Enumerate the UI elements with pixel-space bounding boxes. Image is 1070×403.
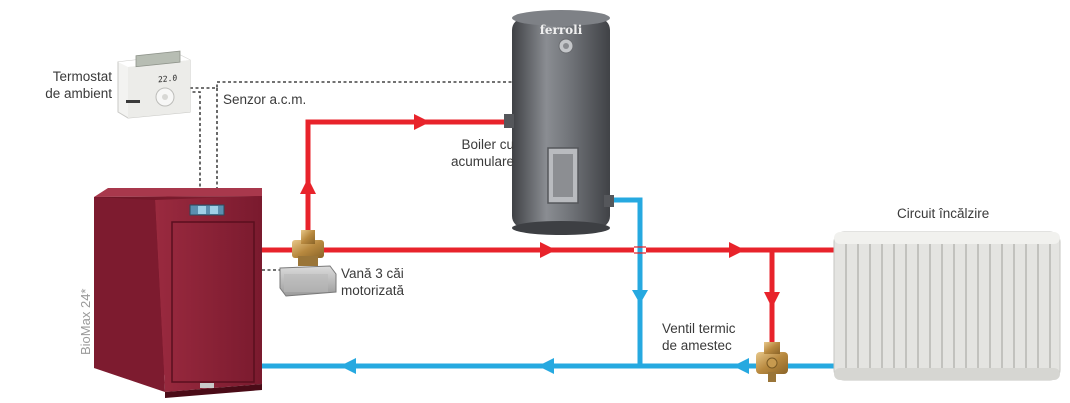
flow-arrow-icon [540, 242, 556, 258]
heating-circuit-label: Circuit încălzire [897, 206, 990, 221]
flow-arrow-icon [414, 114, 430, 130]
boiler-model: BioMax 24* [78, 289, 93, 355]
flow-arrow-icon [729, 242, 745, 258]
ferroli-tank-icon [504, 10, 614, 235]
mixing-valve-label: Ventil termic de amestec [662, 321, 736, 353]
three-way-valve-label: Vană 3 căi motorizată [341, 266, 405, 298]
motorized-3-way-valve-icon [279, 230, 337, 297]
flow-arrow-icon [632, 290, 648, 304]
tank-brand: ferroli [540, 23, 583, 37]
control-wires [187, 81, 512, 271]
thermostat-label: Termostat de ambient [45, 69, 112, 101]
supply-arrows [300, 114, 780, 308]
flow-arrow-icon [538, 358, 554, 374]
room-thermostat-icon [117, 50, 191, 119]
thermostat-display: 22.0 [158, 73, 177, 84]
dhw-sensor-label: Senzor a.c.m. [223, 92, 307, 107]
thermostatic-mixing-valve-icon [756, 342, 788, 382]
radiator-icon [833, 231, 1061, 381]
boiler-label: Boiler cu acumulare [450, 137, 514, 169]
flow-arrow-icon [300, 178, 316, 194]
return-arrows [340, 290, 749, 374]
biomass-boiler-icon [94, 188, 262, 398]
flow-arrow-icon [764, 292, 780, 308]
flow-arrow-icon [733, 358, 749, 374]
flow-arrow-icon [340, 358, 356, 374]
